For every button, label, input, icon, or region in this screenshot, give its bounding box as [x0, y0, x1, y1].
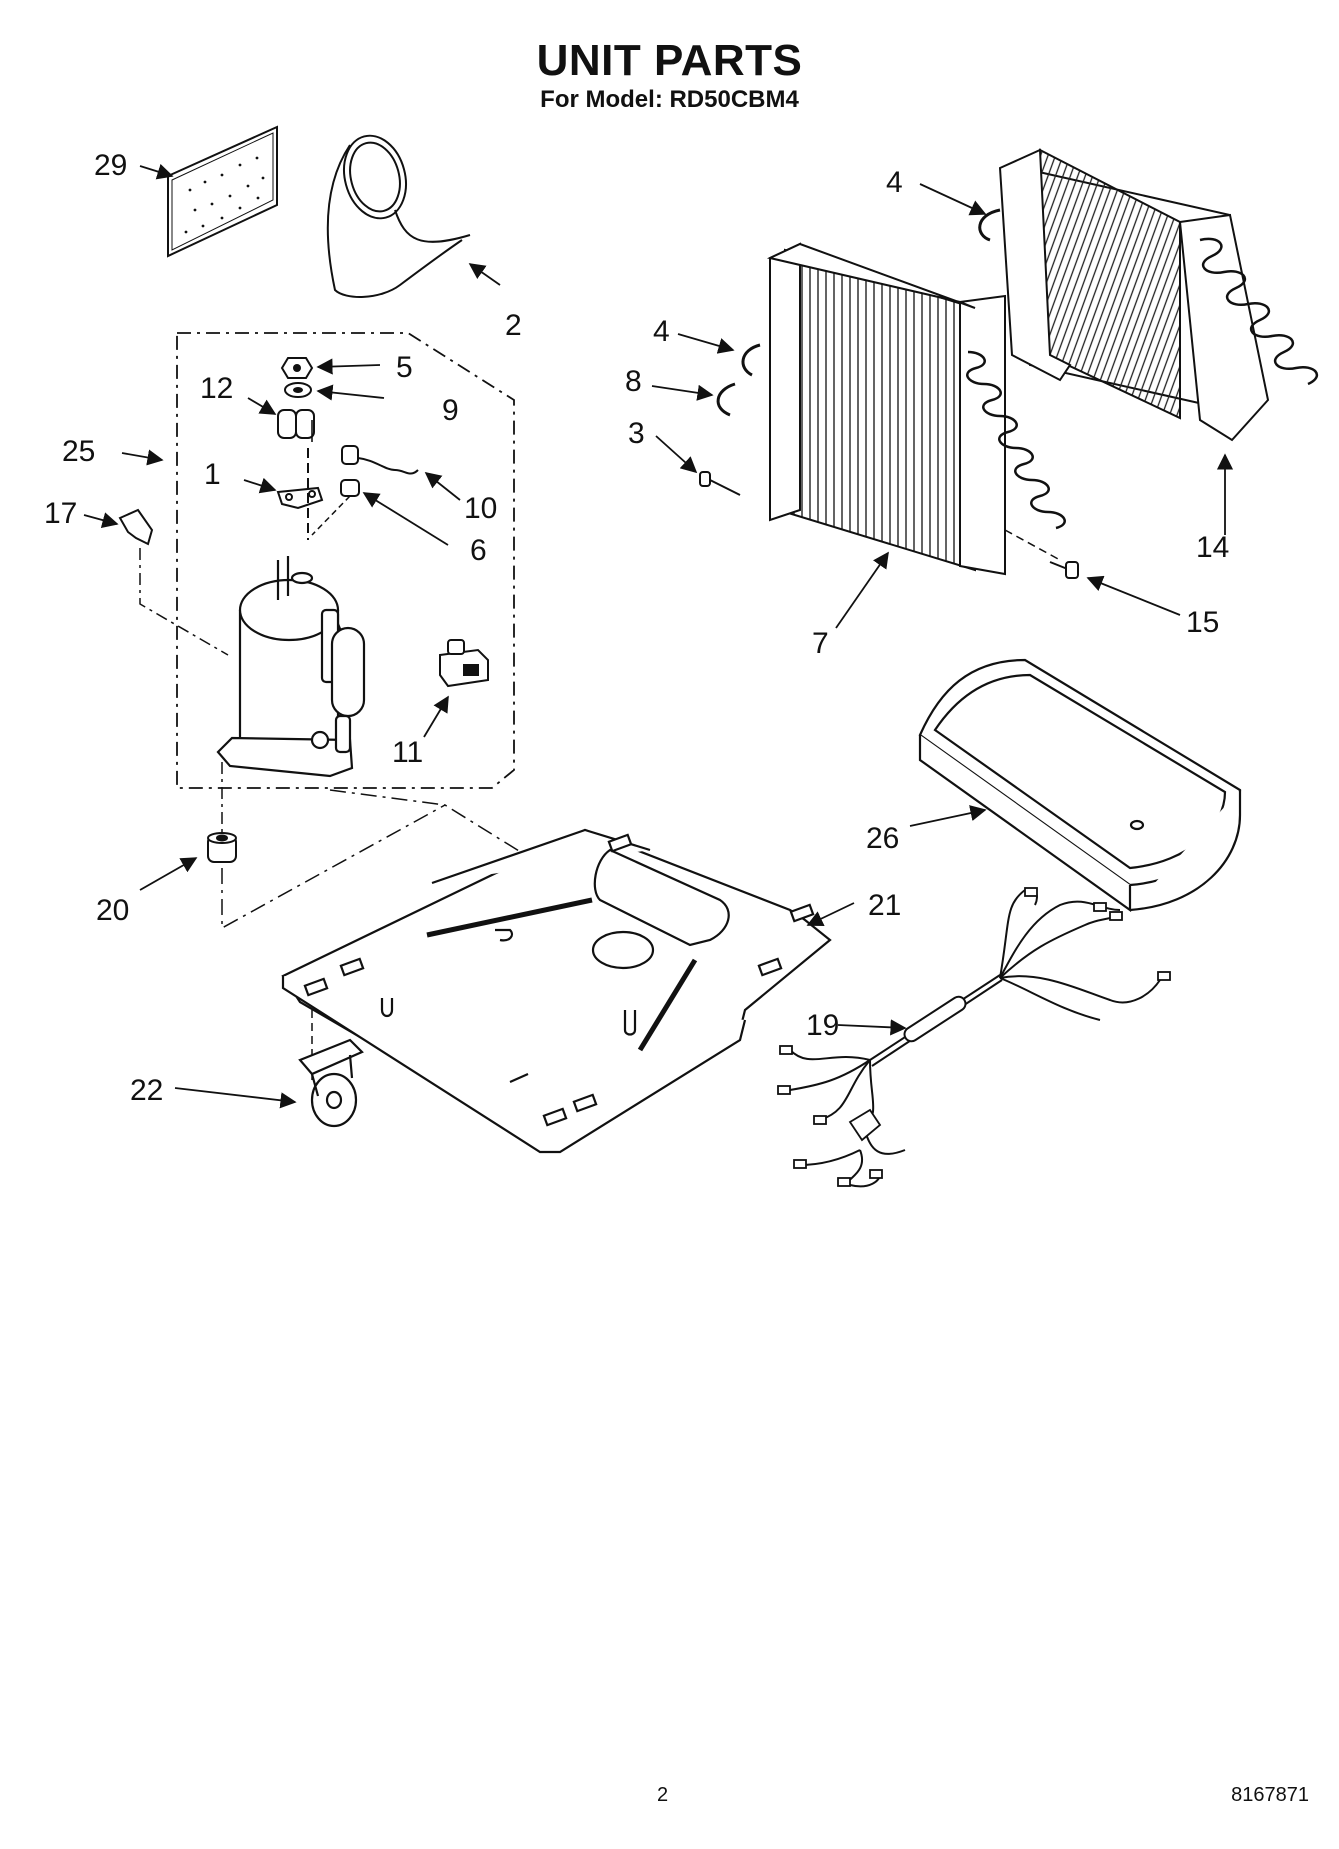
- callout-leaders: [83, 163, 1234, 1109]
- callout-15: 15: [1186, 606, 1219, 639]
- callout-6: 6: [470, 534, 487, 567]
- callout-4-upper: 4: [886, 166, 903, 199]
- exhaust-hose-part: [326, 134, 471, 298]
- document-number: 8167871: [1231, 1784, 1309, 1806]
- callout-19: 19: [806, 1009, 839, 1042]
- rear-grille-panel-part: [167, 125, 278, 258]
- callout-5: 5: [396, 351, 413, 384]
- compressor-part: [216, 556, 366, 778]
- callout-8: 8: [625, 365, 642, 398]
- overload-part: [277, 409, 315, 439]
- condenser-coil-part: [998, 148, 1319, 442]
- callout-9: 9: [442, 394, 459, 427]
- bracket-part: [276, 486, 324, 510]
- callout-4-lower: 4: [653, 315, 670, 348]
- nut-part: [280, 357, 314, 379]
- thermostat-part: [341, 445, 419, 475]
- callout-20: 20: [96, 894, 129, 927]
- callout-29: 29: [94, 149, 127, 182]
- callout-12: 12: [200, 372, 233, 405]
- evaporator-coil-part: [766, 242, 1066, 576]
- grommet-20-part: [207, 832, 237, 863]
- callout-1: 1: [204, 458, 221, 491]
- callout-7: 7: [812, 627, 829, 660]
- callout-26: 26: [866, 822, 899, 855]
- clip-17-part: [118, 508, 154, 546]
- callout-3: 3: [628, 417, 645, 450]
- page-number: 2: [657, 1784, 669, 1806]
- washer-part: [284, 382, 312, 398]
- caster-part: [298, 1038, 364, 1128]
- callout-25: 25: [62, 435, 95, 468]
- screw-3-part: [699, 471, 741, 496]
- callout-2: 2: [505, 309, 522, 342]
- drain-pan-part: [918, 658, 1242, 913]
- callout-11: 11: [392, 736, 423, 769]
- page-title: UNIT PARTS: [536, 36, 803, 85]
- callout-21: 21: [868, 889, 901, 922]
- relay-part: [439, 639, 489, 688]
- model-subtitle: For Model: RD50CBM4: [540, 86, 799, 113]
- clip-8-part: [716, 382, 736, 417]
- callout-10: 10: [464, 492, 497, 525]
- clip-4a-part: [978, 208, 1001, 242]
- callout-22: 22: [130, 1074, 163, 1107]
- wire-harness-part: [777, 887, 1171, 1188]
- callout-14: 14: [1196, 531, 1229, 564]
- grommet-part: [340, 479, 360, 497]
- callout-17: 17: [44, 497, 77, 530]
- compressor-assembly-outline: [176, 332, 515, 789]
- screw-15-part: [1049, 561, 1079, 579]
- base-pan-part: [281, 828, 832, 1154]
- clip-4b-part: [741, 343, 761, 377]
